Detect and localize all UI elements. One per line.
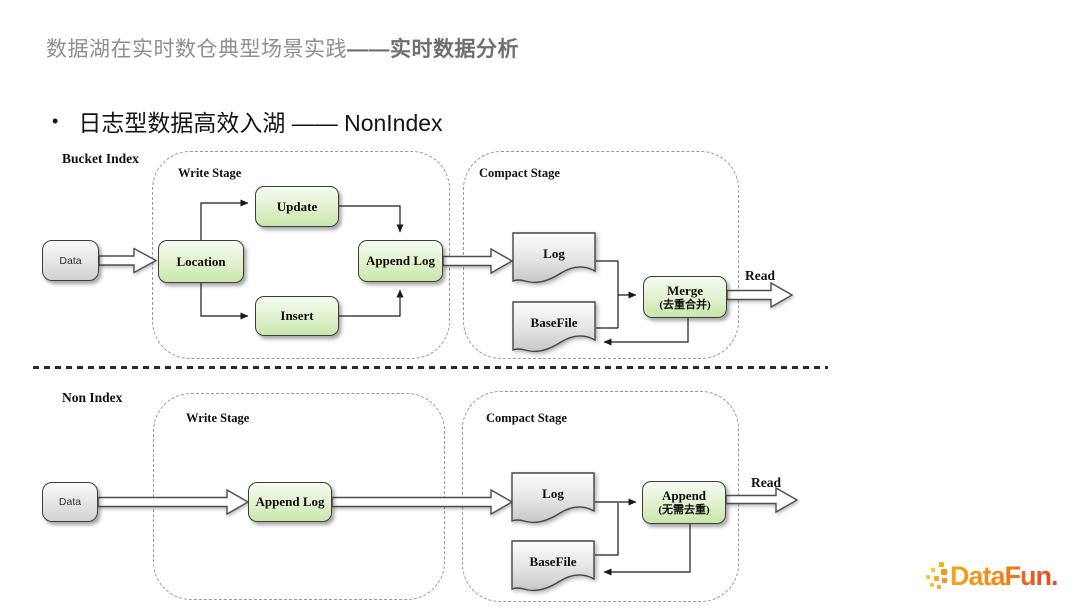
- bottom-data-node: Data: [42, 482, 98, 522]
- top-merge-node: Merge (去重合并): [643, 276, 727, 318]
- bottom-read-label: Read: [751, 475, 781, 490]
- top-read-label: Read: [745, 268, 775, 283]
- page-title-emphasis: ——实时数据分析: [347, 38, 519, 61]
- bottom-append-subtitle: (无需去重): [658, 504, 710, 516]
- logo-pixel-icon: [937, 585, 941, 589]
- top-log-label: Log: [543, 246, 565, 261]
- logo-pixel-icon: [934, 576, 939, 581]
- logo-pixel-icon: [926, 575, 930, 579]
- logo-pixel-icon: [941, 569, 947, 575]
- bottom-basefile-document: BaseFile: [510, 539, 596, 599]
- top-append-log-label: Append Log: [366, 253, 435, 268]
- logo-pixel-icon: [930, 583, 934, 587]
- page-title-main: 数据湖在实时数仓典型场景实践: [46, 38, 347, 61]
- bottom-log-label: Log: [542, 486, 564, 501]
- top-basefile-label: BaseFile: [530, 315, 578, 330]
- document-shape-icon: [511, 472, 595, 524]
- top-data-label: Data: [59, 254, 82, 267]
- bottom-basefile-label: BaseFile: [529, 554, 577, 569]
- top-merge-title: Merge: [666, 282, 704, 298]
- bullet-line: • 日志型数据高效入湖 —— NonIndex: [52, 104, 443, 138]
- bottom-data-label: Data: [58, 496, 82, 508]
- top-write-stage-label: Write Stage: [178, 166, 242, 180]
- top-append-log-node: Append Log: [358, 240, 443, 282]
- top-compact-stage-label: Compact Stage: [479, 166, 560, 180]
- logo-pixel-icon: [939, 562, 944, 567]
- section-divider: [33, 366, 828, 369]
- top-insert-label: Insert: [280, 308, 314, 323]
- top-location-node: Location: [158, 240, 244, 283]
- page-title: 数据湖在实时数仓典型场景实践——实时数据分析: [46, 33, 519, 63]
- logo-pixel-icon: [942, 578, 947, 583]
- top-insert-node: Insert: [255, 296, 339, 336]
- logo-text: DataFun.: [950, 561, 1059, 591]
- bottom-append-log-node: Append Log: [248, 482, 332, 522]
- top-compact-stage-box: [463, 151, 739, 359]
- document-shape-icon: [511, 540, 595, 592]
- top-location-label: Location: [176, 253, 226, 269]
- bottom-append-node: Append (无需去重): [642, 481, 726, 524]
- document-shape-icon: [512, 232, 596, 284]
- bottom-log-document: Log: [510, 471, 596, 531]
- bullet-icon: •: [52, 110, 59, 131]
- non-index-label: Non Index: [62, 390, 123, 405]
- top-merge-subtitle: (去重合并): [659, 298, 711, 311]
- bottom-compact-stage-label: Compact Stage: [486, 411, 567, 425]
- bottom-append-title: Append: [661, 488, 707, 503]
- top-update-label: Update: [276, 198, 318, 214]
- top-basefile-document: BaseFile: [511, 300, 597, 360]
- bottom-write-stage-label: Write Stage: [186, 411, 250, 425]
- bullet-text: 日志型数据高效入湖 —— NonIndex: [78, 110, 443, 136]
- bottom-append-log-label: Append Log: [255, 494, 325, 509]
- top-log-document: Log: [511, 231, 597, 291]
- datafun-logo: DataFun.: [926, 556, 1071, 600]
- document-shape-icon: [512, 301, 596, 353]
- logo-pixel-icon: [931, 568, 935, 572]
- bucket-index-label: Bucket Index: [62, 151, 139, 166]
- top-update-node: Update: [255, 186, 339, 227]
- top-data-node: Data: [42, 240, 99, 281]
